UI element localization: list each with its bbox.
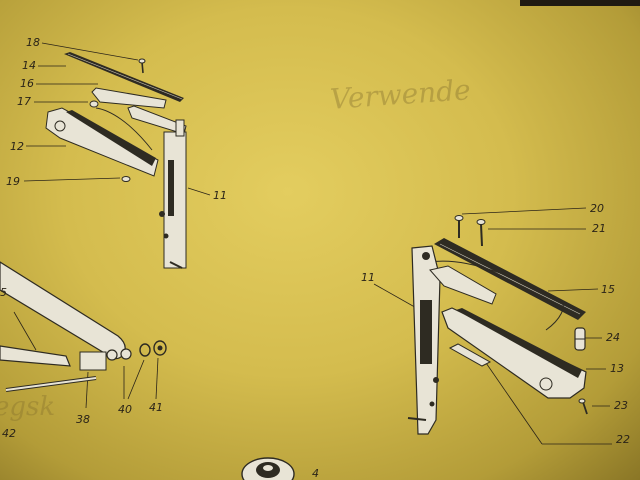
lower-left-linkage: [0, 261, 167, 392]
callout-15: 15: [601, 283, 615, 296]
part-23-screw: [578, 398, 588, 415]
leader-lines: [13, 42, 612, 445]
callout-40: 40: [118, 403, 132, 416]
bleed-through-text-lower: egsk: [0, 392, 56, 422]
part-21-screw: [476, 219, 486, 247]
part-41-ring-hole: [157, 345, 163, 351]
part-22-pad: [448, 343, 492, 367]
part-15-channel: [429, 238, 586, 331]
part-20-screw: [454, 215, 464, 238]
callout-21: 21: [592, 222, 606, 235]
callout-18: 18: [26, 36, 40, 49]
callout-38: 38: [76, 413, 90, 426]
callout-19: 19: [6, 175, 20, 188]
callout-5: 5: [0, 286, 7, 299]
part-38-shaft: [5, 349, 118, 392]
part-41-ring: [153, 340, 167, 356]
part-16-bracket: [91, 87, 167, 109]
part-40-washer: [139, 343, 151, 357]
callout-17: 17: [17, 95, 31, 108]
part-12-vent-frame: [45, 107, 159, 177]
part-19-washer: [121, 176, 131, 182]
part-24-clip: [574, 327, 586, 351]
part-17-clip: [89, 100, 99, 108]
callout-13: 13: [610, 362, 624, 375]
link-arm: [0, 261, 126, 360]
part-14-seal-strip: [64, 52, 184, 102]
bottom-knob: [241, 457, 295, 480]
callout-42: 42: [2, 427, 16, 440]
callout-16: 16: [20, 77, 34, 90]
link-rod-lower: [0, 345, 71, 367]
callout-12: 12: [10, 140, 24, 153]
part-17-wire: [95, 107, 153, 151]
part-11-pivot-post: [127, 105, 187, 269]
part-11-pivot-post-right: [407, 245, 497, 435]
callout-20: 20: [590, 202, 604, 215]
callout-22: 22: [616, 433, 630, 446]
part-13-vent-frame-right: [441, 307, 587, 399]
upper-left-assembly: [45, 52, 187, 269]
callout-41: 41: [149, 401, 163, 414]
part-18-screw: [138, 58, 146, 74]
right-assembly: [407, 215, 588, 435]
callout-23: 23: [614, 399, 628, 412]
callout-11-right: 11: [361, 271, 375, 284]
page-corner-shadow: [520, 0, 640, 6]
callout-4: 4: [312, 467, 319, 480]
callout-24: 24: [606, 331, 620, 344]
part-40-bushing: [120, 348, 132, 360]
callout-14: 14: [22, 59, 36, 72]
callout-11-left: 11: [213, 189, 227, 202]
